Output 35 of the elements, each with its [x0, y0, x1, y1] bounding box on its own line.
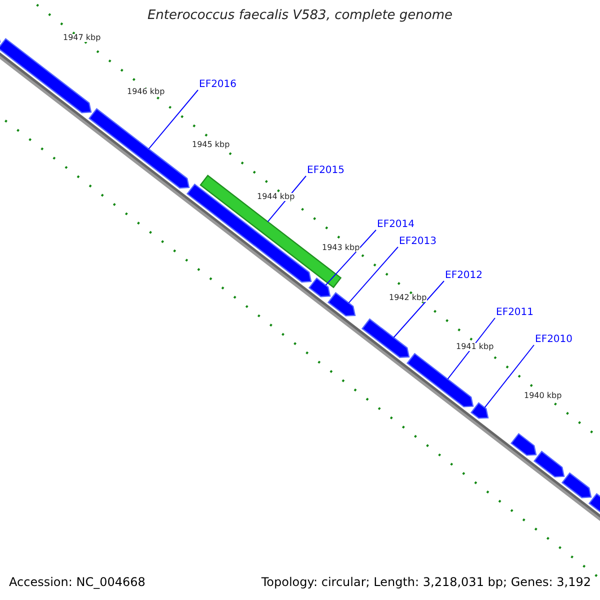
leader-line [348, 246, 398, 304]
leader-line [267, 176, 306, 222]
leader-line [484, 344, 534, 408]
gene-segment [88, 108, 190, 189]
gene-segment [406, 352, 474, 408]
leader-line [393, 280, 444, 338]
scale-label: 1947 kbp [63, 34, 101, 42]
scale-label: 1944 kbp [257, 193, 295, 201]
scale-label: 1941 kbp [456, 343, 494, 351]
gene-segment [361, 318, 410, 358]
gene-label: EF2014 [377, 220, 415, 230]
gene-label: EF2013 [399, 237, 437, 247]
gene-segment [510, 432, 537, 456]
leader-line [325, 230, 376, 286]
gene-label: EF2015 [307, 166, 345, 176]
gene-segment [533, 450, 565, 478]
gene-label: EF2016 [199, 80, 237, 90]
leader-line [447, 318, 496, 380]
scale-label: 1942 kbp [389, 294, 427, 302]
gene-label: EF2011 [496, 308, 534, 318]
gene-label: EF2012 [445, 271, 483, 281]
accession-text: Accession: NC_004668 [9, 576, 146, 588]
scale-label: 1940 kbp [524, 392, 562, 400]
gene-segment [561, 472, 592, 498]
genome-info-text: Topology: circular; Length: 3,218,031 bp; Genes: 3,192 [261, 576, 591, 588]
gene-segment [308, 277, 331, 298]
gene-segment [186, 183, 312, 283]
title: Enterococcus faecalis V583, complete genome [146, 9, 454, 22]
leader-line [148, 90, 198, 150]
gene-segment [470, 402, 489, 419]
gene-segment [327, 292, 356, 316]
scale-label: 1946 kbp [127, 88, 165, 96]
gene-label: EF2010 [535, 335, 573, 345]
highlighted-gene-bar [200, 174, 342, 288]
scale-label: 1943 kbp [322, 244, 360, 252]
